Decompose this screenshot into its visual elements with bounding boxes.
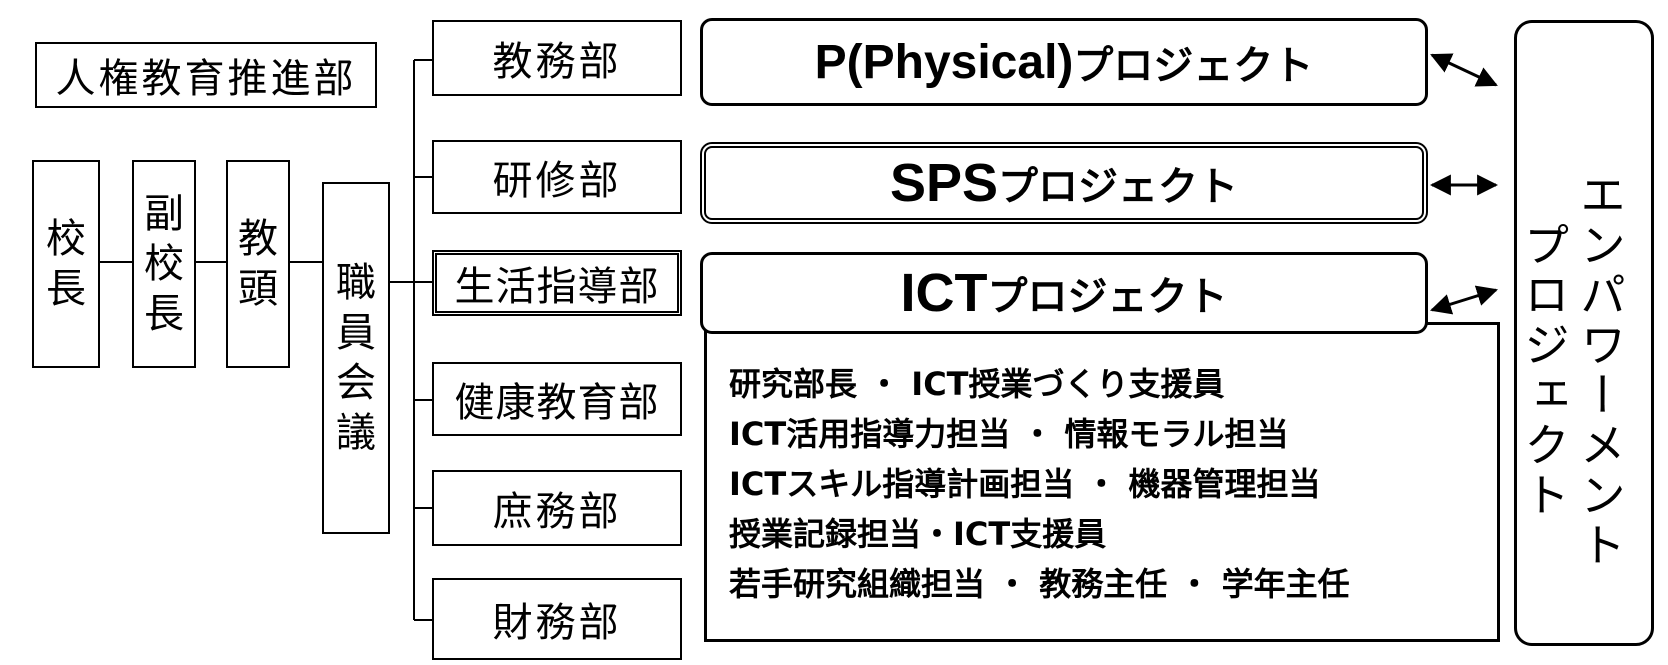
dept-seikatsu-label: 生活指導部 [454,264,660,310]
shokuin-char-2: 員 [336,310,376,356]
fukukocho-box: 副 校 長 [132,160,196,368]
shokuin-char-3: 会 [336,360,376,406]
ict-members-box: 研究部長 ・ ICT授業づくり支援員 ICT活用指導力担当 ・ 情報モラル担当 … [704,322,1500,642]
dept-shomu: 庶務部 [432,470,682,546]
shokuin-char-1: 職 [336,260,376,306]
ict-member-line-5: 若手研究組織担当 ・ 教務主任 ・ 学年主任 [729,565,1350,603]
ict-project-suffix: プロジェクト [987,275,1228,319]
kocho-box: 校 長 [32,160,100,368]
sps-project-box: SPS プロジェクト [700,142,1428,224]
fukukocho-char-2: 校 [144,241,184,287]
dept-kyomu-label: 教務部 [492,39,622,85]
dept-zaimu: 財務部 [432,578,682,660]
dept-kenshu-label: 研修部 [492,158,622,204]
kocho-char-2: 長 [46,266,86,312]
kyoto-char-1: 教 [238,216,278,262]
arrow-ict-empower [1429,285,1499,315]
ict-member-line-1: 研究部長 ・ ICT授業づくり支援員 [729,365,1225,403]
sps-project-title: SPS [889,153,999,213]
dept-kenko: 健康教育部 [432,362,682,436]
kyoto-char-2: 頭 [238,266,278,312]
fukukocho-char-3: 長 [144,291,184,337]
p-project-box: P(Physical) プロジェクト [700,18,1428,106]
dept-kenshu: 研修部 [432,140,682,214]
jinken-box: 人権教育推進部 [35,42,377,108]
fukukocho-char-1: 副 [144,191,184,237]
jinken-label: 人権教育推進部 [55,56,357,102]
sps-project-suffix: プロジェクト [998,165,1239,209]
empowerment-line-1: エンパワーメント [1573,171,1627,571]
dept-kenko-label: 健康教育部 [454,380,660,426]
dept-shomu-label: 庶務部 [492,489,622,535]
arrow-p-empower [1430,53,1498,87]
empowerment-line-2: プロジェクト [1517,221,1571,521]
ict-project-title: ICT [900,263,988,323]
p-project-suffix: プロジェクト [1073,44,1314,88]
shokuin-box: 職 員 会 議 [322,182,390,534]
dept-seikatsu: 生活指導部 [432,250,682,316]
empowerment-box: エンパワーメント プロジェクト [1514,20,1654,646]
kocho-char-1: 校 [46,216,86,262]
p-project-title: P(Physical) [814,35,1074,89]
ict-project-box: ICT プロジェクト [700,252,1428,334]
ict-member-line-2: ICT活用指導力担当 ・ 情報モラル担当 [729,415,1289,453]
dept-kyomu: 教務部 [432,20,682,96]
kyoto-box: 教 頭 [226,160,290,368]
ict-member-line-3: ICTスキル指導計画担当 ・ 機器管理担当 [729,465,1321,503]
ict-member-line-4: 授業記録担当・ICT支援員 [729,515,1107,553]
shokuin-char-4: 議 [336,410,376,456]
dept-zaimu-label: 財務部 [492,600,622,646]
